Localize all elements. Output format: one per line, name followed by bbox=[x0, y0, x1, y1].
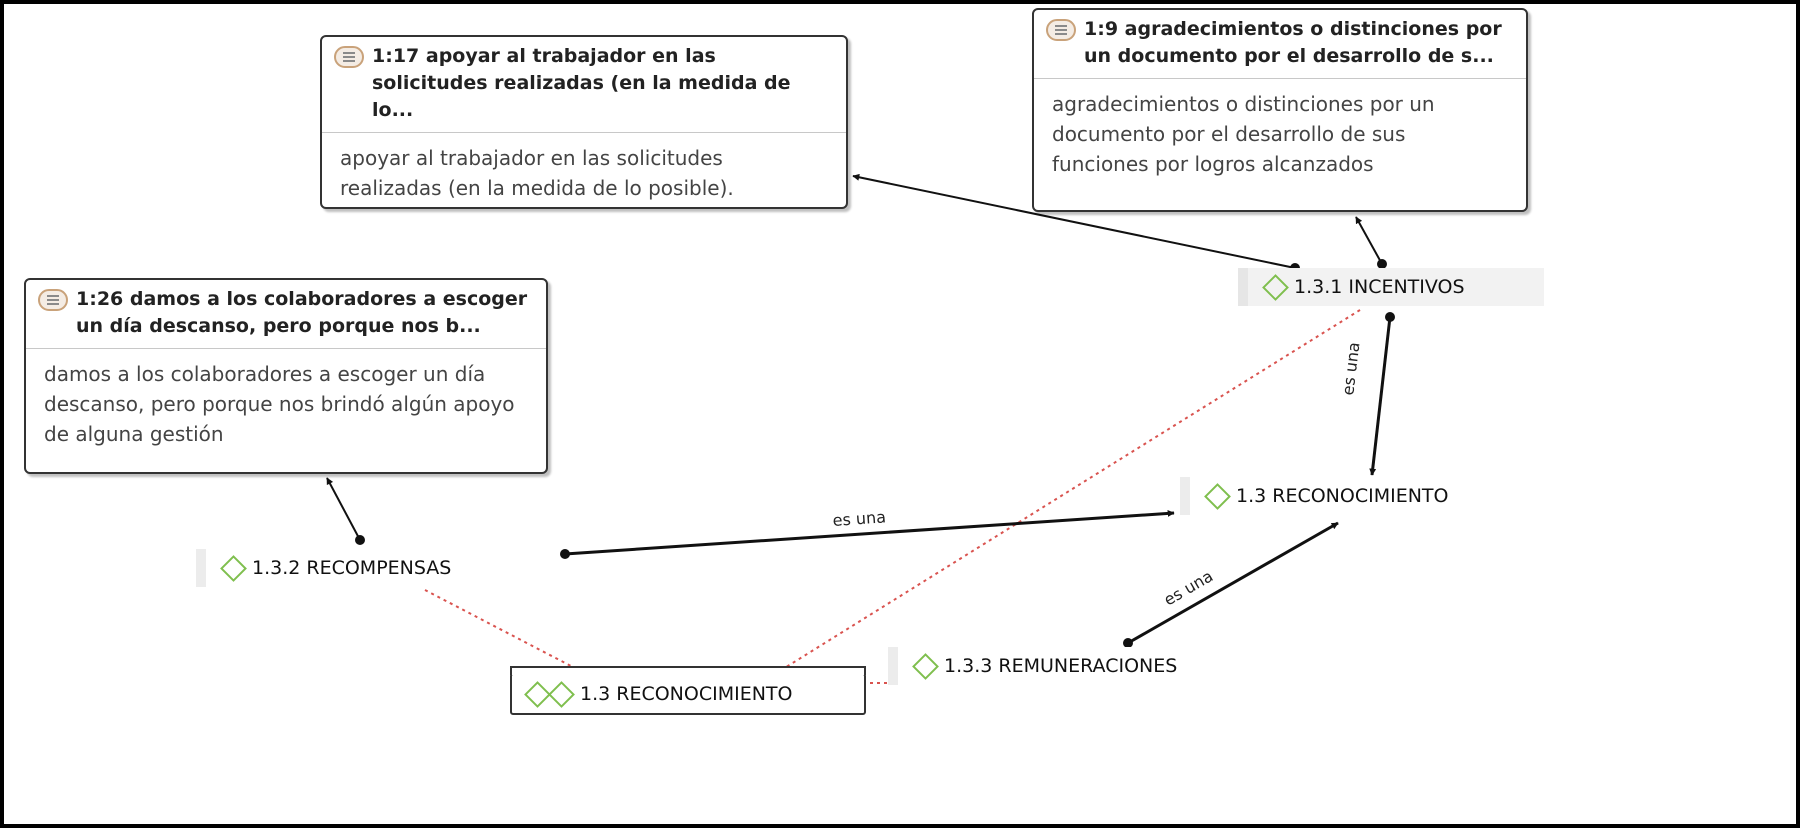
code-group-root-reconocimiento[interactable]: 1.3 RECONOCIMIENTO bbox=[510, 666, 866, 715]
dotted-link-recompensas-root bbox=[424, 589, 641, 703]
relation-label-incentivos: es una bbox=[1338, 341, 1363, 396]
code-label: 1.3 RECONOCIMIENTO bbox=[580, 683, 793, 705]
relation-label-remuneraciones: es una bbox=[1161, 566, 1217, 609]
quote-title: 1:17 apoyar al trabajador en las solicit… bbox=[372, 45, 791, 121]
relation-incentivos-reconocimiento bbox=[1369, 312, 1395, 476]
quote-document-icon bbox=[38, 289, 68, 311]
code-label: 1.3.2 RECOMPENSAS bbox=[252, 557, 452, 579]
quote-body: damos a los colaboradores a escoger un d… bbox=[44, 362, 515, 446]
code-diamond-icon bbox=[220, 554, 247, 582]
relation-remuneraciones-reconocimiento bbox=[1123, 521, 1339, 648]
quote-document-icon bbox=[1046, 19, 1076, 41]
code-diamond-icon bbox=[1204, 482, 1231, 510]
code-node-remuneraciones[interactable]: 1.3.3 REMUNERACIONES bbox=[888, 647, 1264, 685]
quote-title: 1:26 damos a los colaboradores a escoger… bbox=[76, 288, 528, 337]
quote-node-1-17[interactable]: 1:17 apoyar al trabajador en las solicit… bbox=[320, 35, 848, 209]
code-node-reconocimiento[interactable]: 1.3 RECONOCIMIENTO bbox=[1180, 477, 1532, 515]
code-diamond-icon bbox=[1262, 273, 1289, 301]
quote-node-1-26[interactable]: 1:26 damos a los colaboradores a escoger… bbox=[24, 278, 548, 474]
arrow-recompensas-to-q26 bbox=[326, 477, 365, 545]
code-group-icon-back bbox=[548, 680, 575, 708]
quote-title: 1:9 agradecimientos o distinciones por u… bbox=[1084, 18, 1502, 67]
quote-node-1-9[interactable]: 1:9 agradecimientos o distinciones por u… bbox=[1032, 8, 1528, 212]
code-label: 1.3 RECONOCIMIENTO bbox=[1236, 485, 1449, 507]
code-label: 1.3.1 INCENTIVOS bbox=[1294, 276, 1465, 298]
quote-header: 1:17 apoyar al trabajador en las solicit… bbox=[322, 37, 846, 133]
quote-body: apoyar al trabajador en las solicitudes … bbox=[340, 146, 734, 200]
quote-header: 1:26 damos a los colaboradores a escoger… bbox=[26, 280, 546, 349]
code-diamond-icon bbox=[912, 652, 939, 680]
code-label: 1.3.3 REMUNERACIONES bbox=[944, 655, 1178, 677]
code-node-recompensas[interactable]: 1.3.2 RECOMPENSAS bbox=[196, 549, 542, 587]
arrow-incentivos-to-q9 bbox=[1355, 216, 1387, 269]
relation-label-recompensas: es una bbox=[832, 507, 887, 530]
relation-recompensas-reconocimiento bbox=[560, 509, 1175, 559]
quote-document-icon bbox=[334, 46, 364, 68]
code-node-incentivos[interactable]: 1.3.1 INCENTIVOS bbox=[1238, 268, 1544, 306]
quote-header: 1:9 agradecimientos o distinciones por u… bbox=[1034, 10, 1526, 79]
dotted-link-incentivos-root bbox=[729, 309, 1361, 703]
quote-body: agradecimientos o distinciones por un do… bbox=[1052, 92, 1435, 176]
